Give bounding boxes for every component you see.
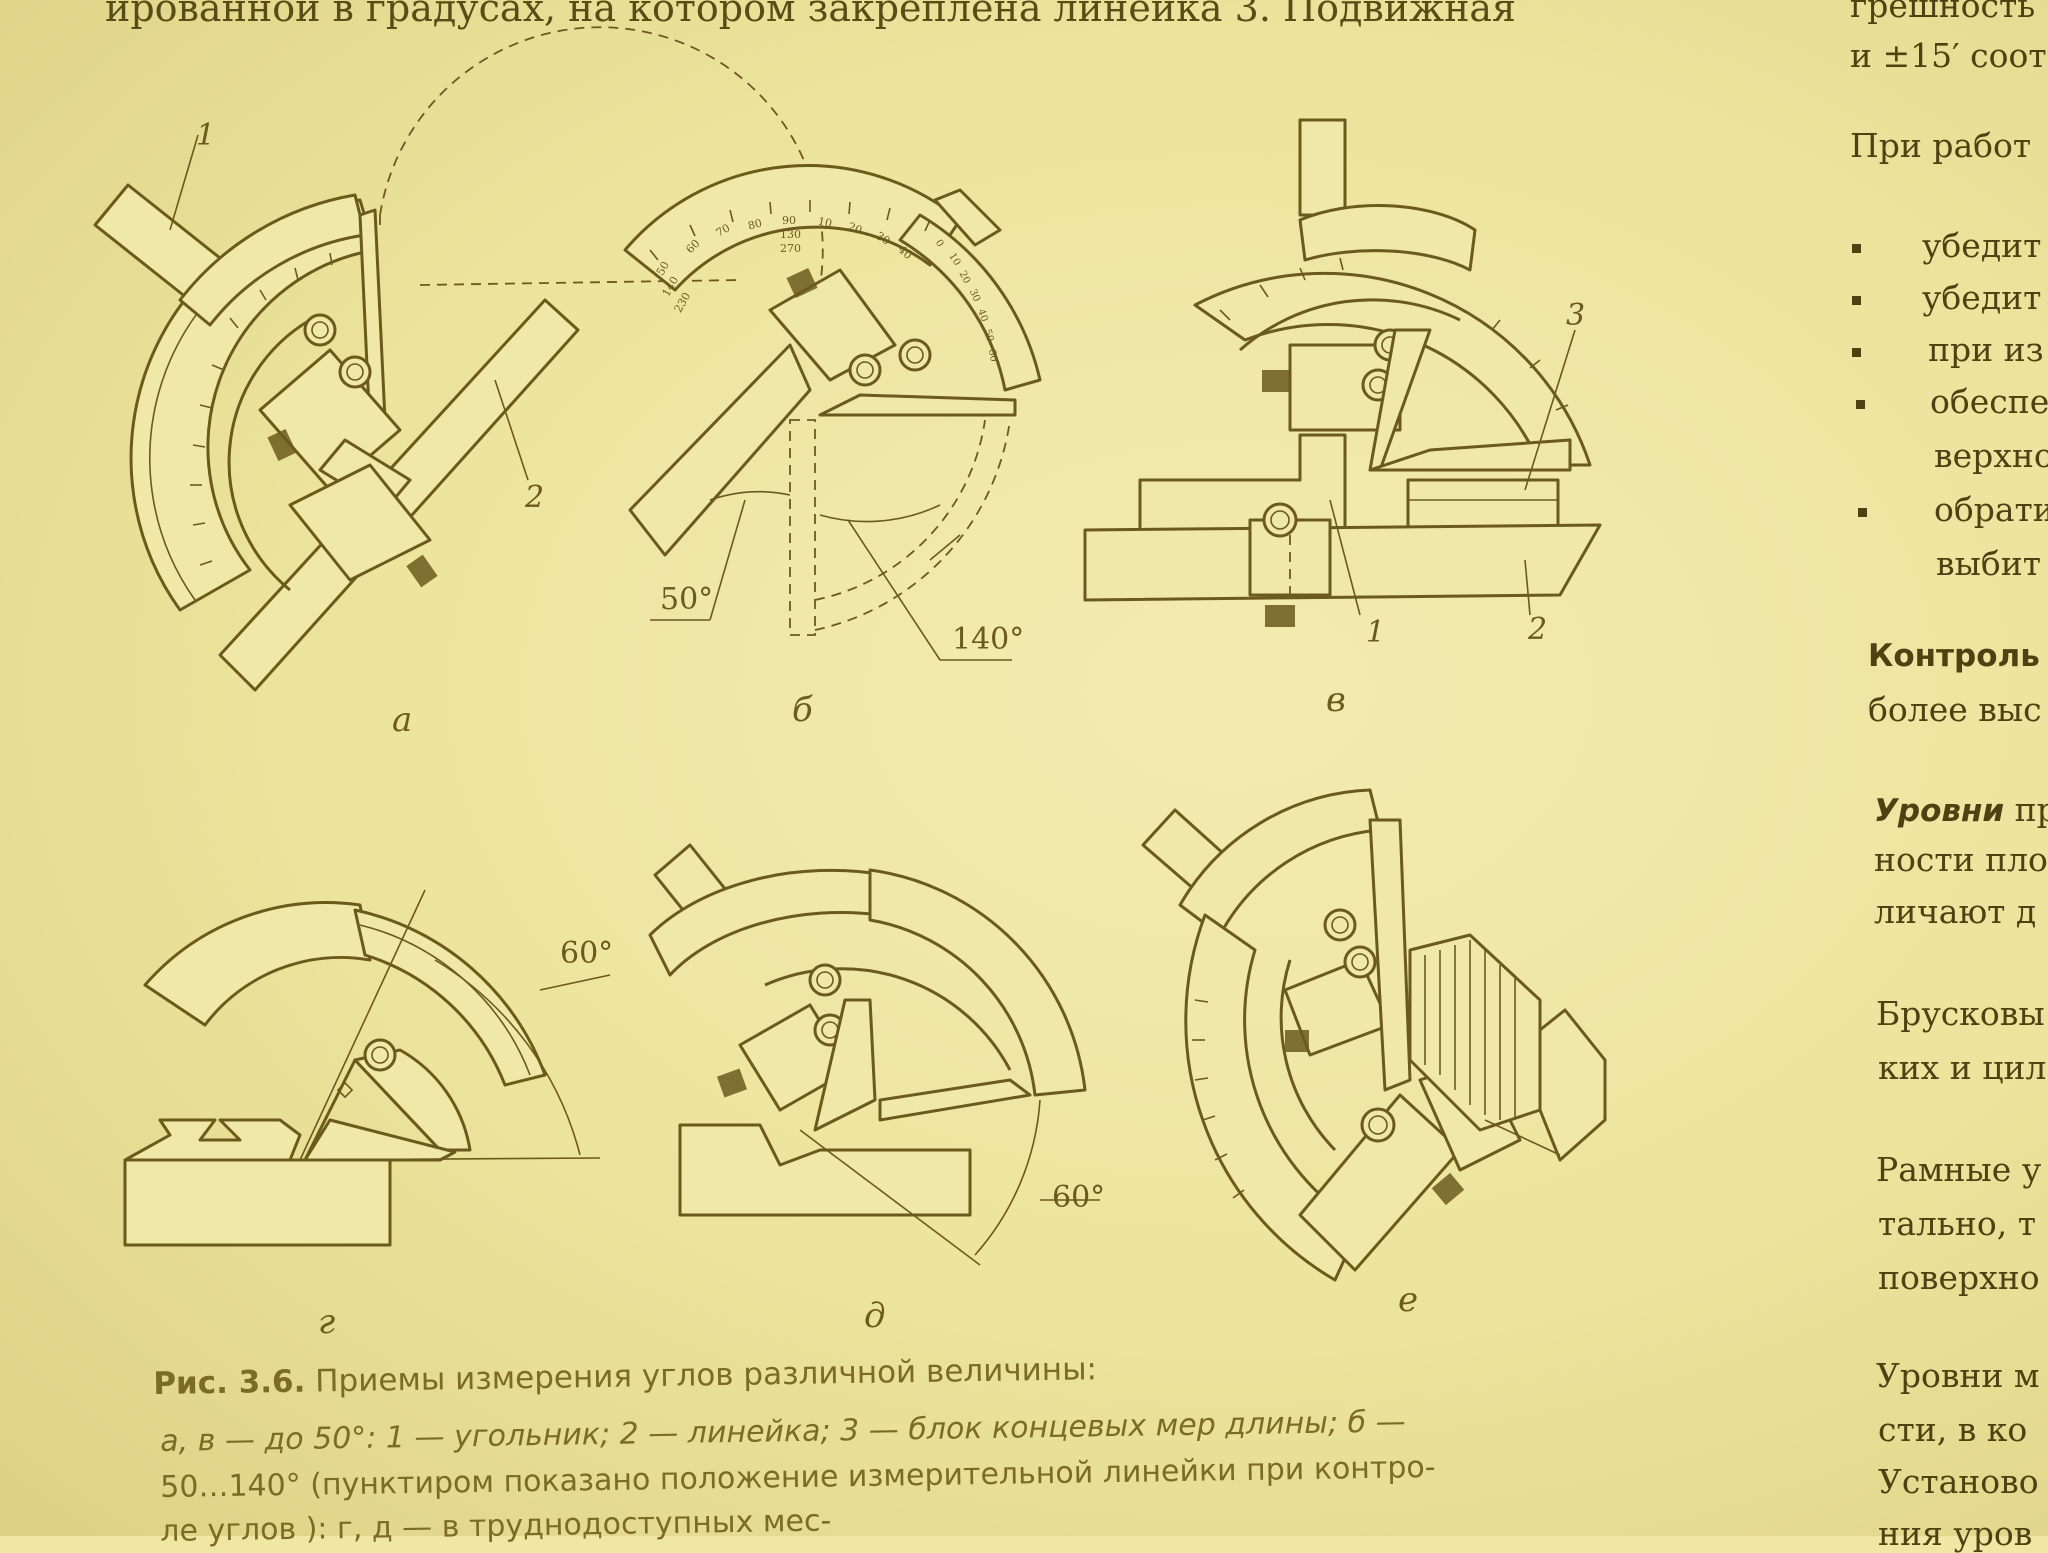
figure-label-d: д [864,1296,886,1336]
last-para-line-2: сти, в ко [1878,1410,2028,1449]
frame-levels-line-2: тально, т [1878,1204,2036,1243]
scale-b-130: 130 [780,228,801,241]
control-heading: Контроль [1868,638,2040,674]
vernier-b-60: 60 [985,348,1000,363]
workpiece-d [678,1123,972,1217]
workpiece-g [123,1118,392,1247]
right-text-line-2: и ±15′ соот [1850,36,2047,75]
figure-label-v: в [1326,680,1346,720]
bar-levels-line-1: Брусковы [1876,994,2045,1033]
bullet-item-5: обрати [1934,490,2048,529]
figure-label-b: б [792,690,813,730]
angle-b-50: 50° [660,582,714,617]
figure-d-protractor [648,843,1100,1266]
levels-line-2: ности пло [1874,840,2048,879]
frame-levels-line-1: Рамные у [1876,1150,2042,1189]
right-text-line-1: грешность [1850,0,2036,25]
figure-label-a: а [392,700,413,740]
scale-b-270: 270 [780,242,801,255]
bullet-marker [1858,508,1867,517]
levels-line-3: личают д [1874,892,2037,931]
figure-label-e: е [1398,1280,1419,1320]
main-scale-arc-e [1184,913,1362,1282]
figure-b-protractor [623,164,1042,661]
clamp-block [288,463,432,582]
vernier-right [898,213,1042,392]
bullet-item-2: убедит [1922,278,2042,317]
bullet-marker [1852,244,1861,253]
main-scale-arc-g [143,901,372,1027]
bullet-item-5-cont: выбит [1936,544,2041,583]
square-1-vertical [1298,118,1347,217]
figure-label-g: г [318,1302,336,1342]
main-scale-sector-v [1193,271,1592,467]
figure-e-protractor [1141,788,1607,1282]
vernier-top-e [1178,788,1382,937]
bullet-item-1: убедит [1922,226,2042,265]
frame-levels-line-3: поверхно [1878,1258,2040,1297]
angle-g-60: 60° [560,936,614,971]
dashed-sector-arc [379,26,824,286]
blade-d [813,998,877,1132]
figure-g-protractor [123,889,611,1247]
body-block-b [768,268,897,382]
callout-a-1: 1 [196,118,216,153]
control-line-2: более выс [1868,690,2042,729]
callout-v-1: 1 [1366,615,1386,650]
scale-b-10: 10 [816,214,834,231]
levels-line-1-rest: пр [2014,790,2048,829]
main-scale-arc-d [868,868,1087,1097]
bullet-marker [1852,348,1861,357]
right-text-intro: При работ [1850,126,2032,165]
last-para-line-3: Установо [1878,1462,2039,1501]
body-block-v [1288,343,1402,432]
scale-b-90: 90 [782,214,796,227]
top-text-line: ированной в градусах, на котором закрепл… [105,0,1517,30]
bullet-item-4-cont: верхно [1934,436,2048,475]
levels-heading: Уровни [1874,793,2005,829]
figure-v-protractor [1083,118,1602,627]
figure-a-protractor [93,26,824,692]
blade-b [818,393,1017,417]
vernier-band-g [353,908,547,1087]
last-para-line-1: Уровни м [1876,1356,2040,1395]
bullet-marker [1852,296,1861,305]
callout-a-2: 2 [525,480,545,515]
vernier-top-band [1298,204,1477,272]
bar-levels-line-2: ких и цил [1878,1048,2047,1087]
bullet-marker [1856,400,1865,409]
base-plate-2 [1083,523,1602,602]
callout-v-3: 3 [1566,298,1586,333]
angle-d-60: 60° [1052,1180,1106,1215]
blade-e [1368,818,1412,1092]
angle-b-140: 140° [952,622,1025,657]
callout-v-2: 2 [1528,612,1548,647]
bullet-item-4: обеспе [1930,382,2048,421]
bullet-item-3: при из [1928,330,2044,369]
ruler-b [628,343,812,557]
figure-caption-label: Рис. 3.6. [153,1363,306,1402]
